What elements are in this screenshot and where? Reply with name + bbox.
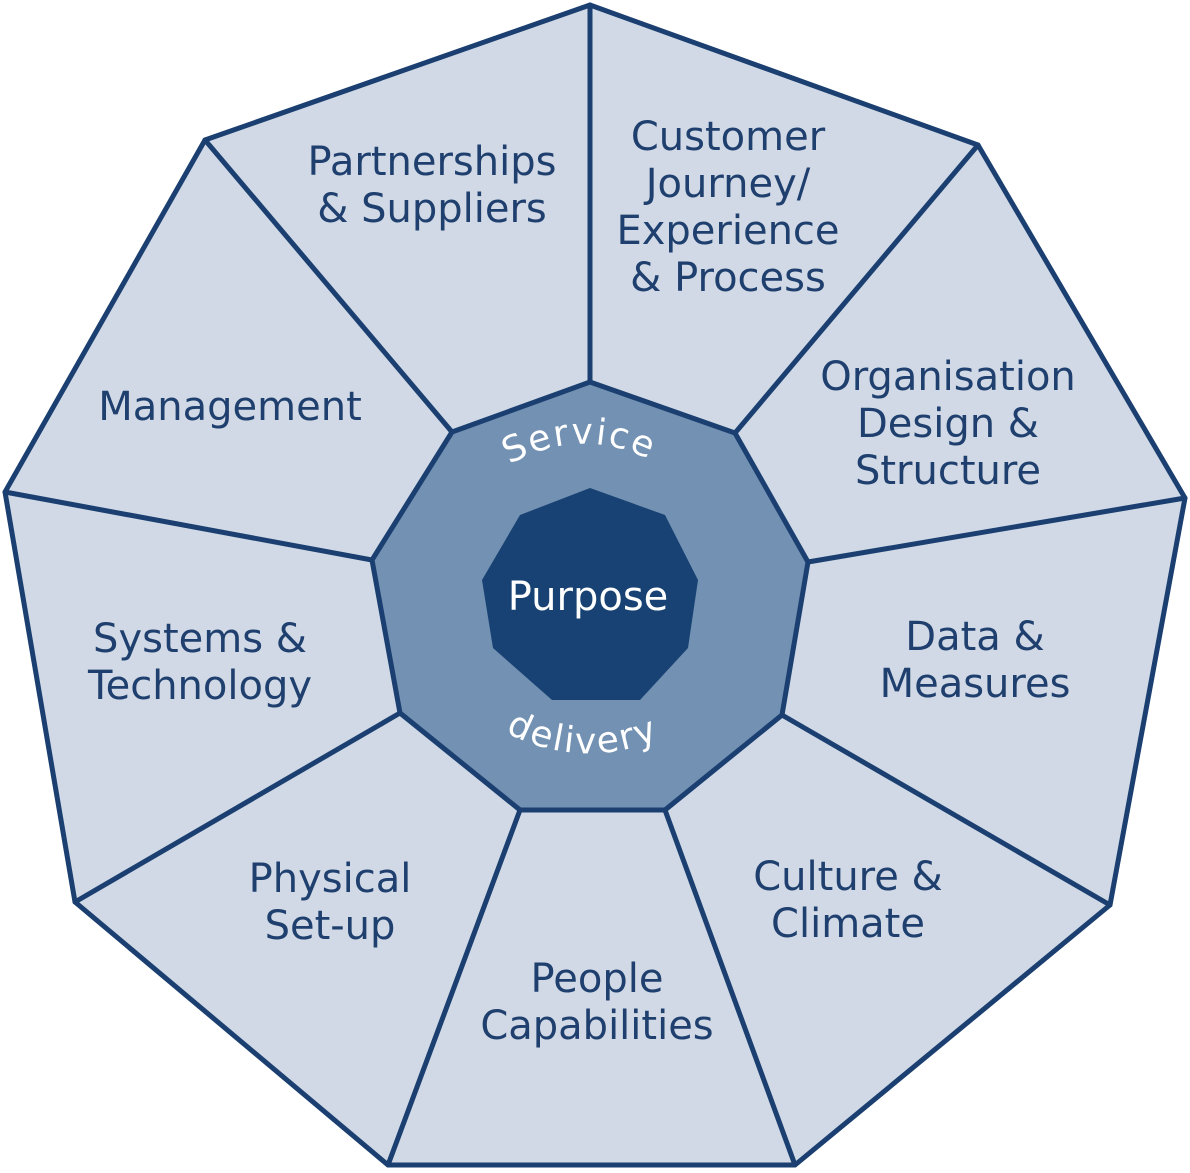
segment-label-partnerships: Partnerships& Suppliers [308,139,557,232]
purpose-core [482,488,698,700]
divider-line [805,495,1188,565]
divider-line [385,807,523,1168]
segment-label-systems-technology: Systems &Technology [87,616,312,709]
purpose-label: Purpose [508,574,669,620]
divider-line [72,710,403,905]
segment-label-culture-climate: Culture &Climate [753,854,943,947]
segment-label-management: Management [98,384,362,430]
divider-line [779,712,1113,908]
divider-line [2,489,375,563]
segment-label-data-measures: Data &Measures [880,614,1071,707]
divider-line [662,807,798,1168]
divider-line [202,137,455,435]
divider-line [732,142,981,436]
